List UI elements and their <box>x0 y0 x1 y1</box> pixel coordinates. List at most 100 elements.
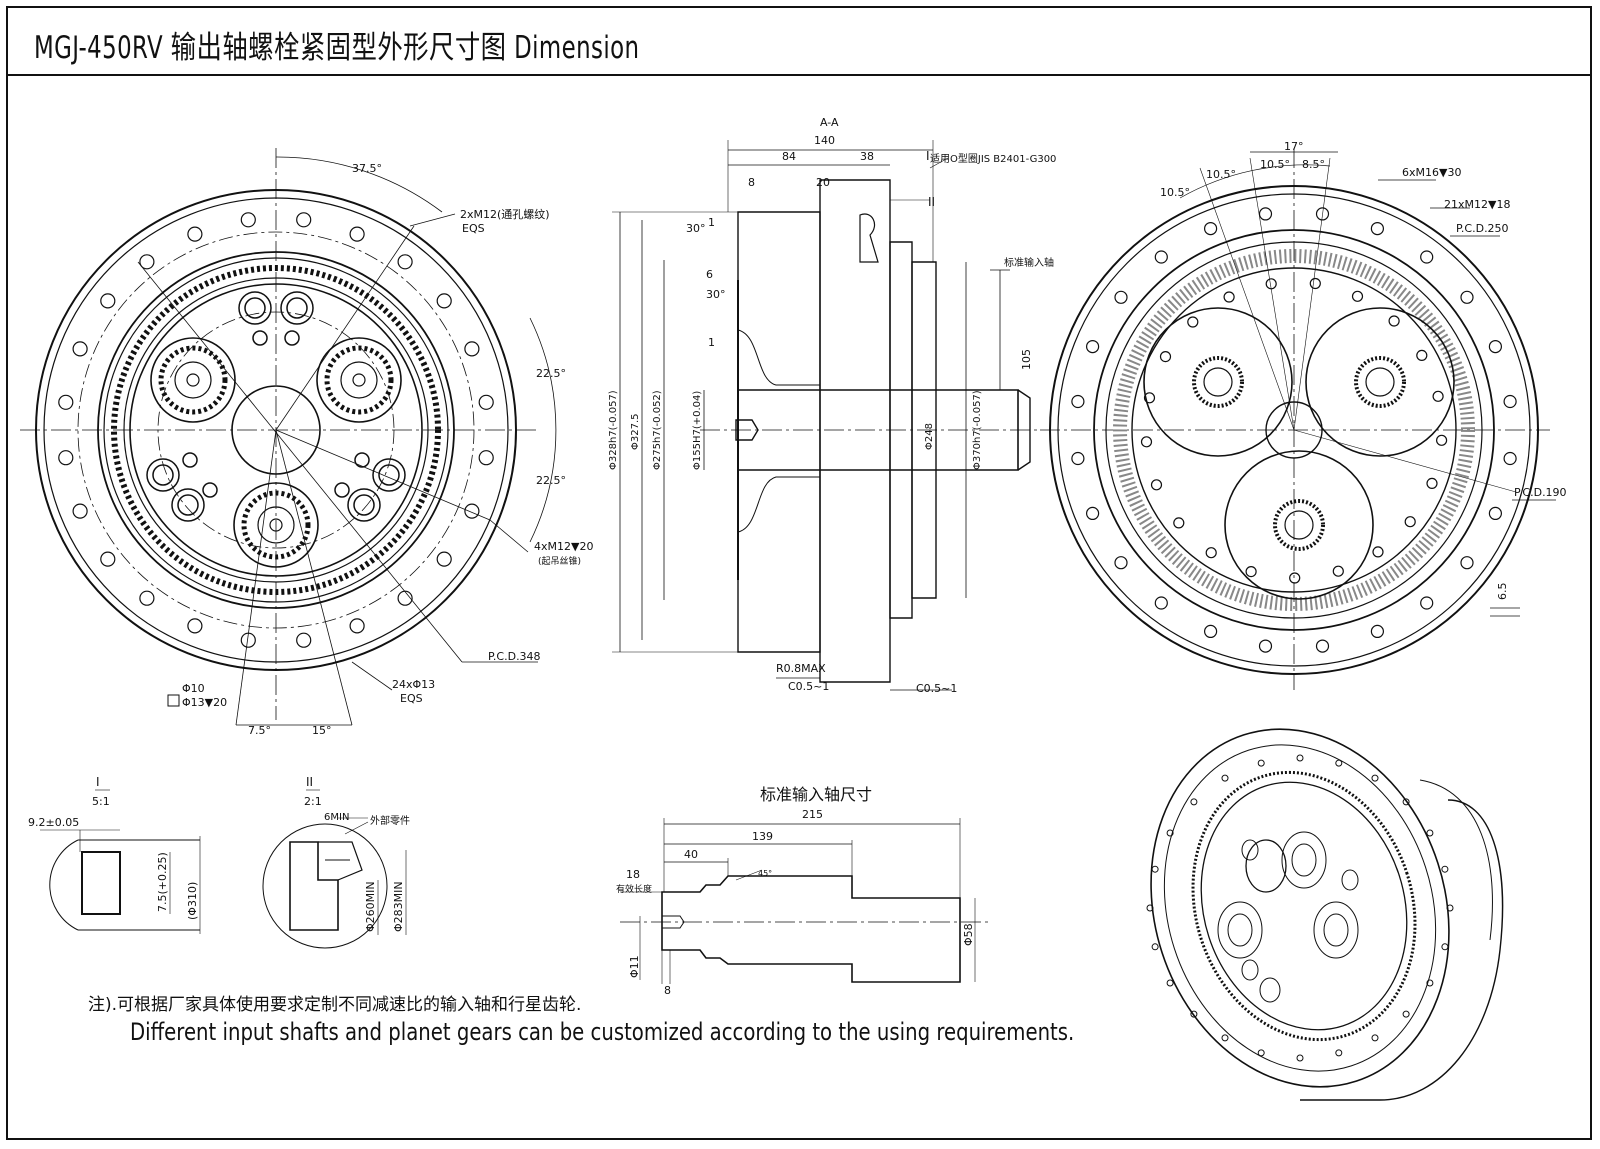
tap-holes-top: 2xM12(通孔螺纹) <box>460 207 550 221</box>
oring-note: 适用O型圈JIS B2401-G300 <box>930 152 1056 165</box>
planet-gear-bottom <box>1224 450 1374 600</box>
dia-260: Φ260MIN <box>364 881 377 932</box>
std-shaft-label: 标准输入轴 <box>1004 256 1054 269</box>
iso-hole <box>1151 943 1159 951</box>
dim-18: 18 <box>626 868 640 881</box>
bolt-hole <box>58 394 74 410</box>
rear-tap-hole <box>1289 572 1301 584</box>
iso-hole <box>1296 754 1304 762</box>
bolt-hole <box>58 450 74 466</box>
planet-bearing-bottom <box>233 482 319 568</box>
dia-275: Φ275h7(-0.052) <box>652 390 663 470</box>
rear-outer-hole <box>1114 556 1128 570</box>
rear-outer-hole <box>1154 250 1168 264</box>
iso-hole <box>1146 904 1154 912</box>
rear-outer-hole <box>1488 340 1503 354</box>
bolt-hole <box>240 212 256 228</box>
bolt-hole <box>139 590 155 606</box>
radius-note: R0.8MAX <box>776 662 826 675</box>
angle-30-b: 30° <box>706 288 726 301</box>
section-label: A-A <box>820 116 839 129</box>
planet-bearing-right <box>316 337 402 423</box>
bolt-hole <box>187 618 203 634</box>
rear-outer-hole <box>1370 624 1385 639</box>
bolt-hole <box>436 293 452 309</box>
rear-tap-hole <box>1388 315 1400 327</box>
dim-9-2: 9.2±0.05 <box>28 816 79 829</box>
detail-I-labels: I 5:1 9.2±0.05 7.5(+0.25) (Φ310) <box>28 775 199 920</box>
dim-140: 140 <box>814 134 835 147</box>
bolt-hole <box>464 503 480 519</box>
planet-gear-right <box>1305 307 1455 457</box>
dim-38: 38 <box>860 150 874 163</box>
angle-10-5-a: 10.5° <box>1160 186 1190 199</box>
dim-7-5: 7.5(+0.25) <box>156 852 169 912</box>
rear-bolt-holes <box>1071 207 1517 653</box>
rear-outer-hole <box>1420 250 1434 264</box>
bolt-hole <box>296 212 312 228</box>
bolt-hole <box>100 293 116 309</box>
bolt-hole <box>478 450 494 466</box>
bolt-hole <box>100 551 116 567</box>
rear-outer-hole <box>1258 207 1273 221</box>
input-shaft-view <box>620 818 990 984</box>
through-holes: 24xΦ13 <box>392 678 435 691</box>
angle-15: 15° <box>312 724 332 737</box>
planet-bearing-left <box>150 337 236 423</box>
rear-outer-hole <box>1370 222 1385 236</box>
rear-tap-hole <box>1426 477 1438 489</box>
angle-30-a: 30° <box>686 222 706 235</box>
iso-hole <box>1441 943 1449 951</box>
iso-hole <box>1296 1054 1304 1062</box>
angle-17: 17° <box>1284 140 1304 153</box>
rear-tap-hole <box>1416 349 1428 361</box>
iso-hole <box>1166 829 1174 837</box>
chamfer-right: C0.5~1 <box>916 682 957 695</box>
rear-tap-hole <box>1143 392 1156 404</box>
rear-outer-hole <box>1488 506 1503 521</box>
rear-outer-hole <box>1154 596 1168 610</box>
dia-327-5: Φ327.5 <box>630 414 641 451</box>
planet-gear-left <box>1143 307 1293 457</box>
bolt-hole <box>464 341 480 357</box>
eqs-bottom: EQS <box>400 692 423 705</box>
dia-155: Φ155H7(+0.04) <box>692 391 703 470</box>
dia-58: Φ58 <box>962 923 975 946</box>
dim-20: 20 <box>816 176 830 189</box>
iso-hole <box>1402 798 1410 806</box>
pin-hole: Φ10 <box>182 682 205 695</box>
rear-outer-hole <box>1203 624 1218 639</box>
lift-holes: 4xM12▼20 <box>534 540 593 553</box>
iso-hole <box>1441 865 1449 873</box>
pcd-348: P.C.D.348 <box>488 650 541 663</box>
pcd-250: P.C.D.250 <box>1456 222 1509 235</box>
iso-hole <box>1335 759 1343 767</box>
pcd-190: P.C.D.190 <box>1514 486 1567 499</box>
title-bar: MGJ-450RV 输出轴螺栓紧固型外形尺寸图 Dimension <box>8 8 1590 76</box>
rear-tap-hole <box>1187 316 1199 328</box>
dim-1-b: 1 <box>708 336 715 349</box>
chamfer-left: C0.5~1 <box>788 680 829 693</box>
detail-I-title: I <box>96 775 100 789</box>
detail-II-labels: II 2:1 6MIN 外部零件 Φ260MIN Φ283MIN <box>304 775 410 932</box>
iso-hole <box>1190 1010 1198 1018</box>
dim-1-a: 1 <box>708 216 715 229</box>
dim-139: 139 <box>752 830 773 843</box>
iso-hole <box>1335 1049 1343 1057</box>
bolt-hole-ring <box>58 212 494 648</box>
angle-8-5: 8.5° <box>1302 158 1325 171</box>
dim-40: 40 <box>684 848 698 861</box>
detail-I-ref: I <box>926 149 930 163</box>
iso-hole <box>1402 1010 1410 1018</box>
rear-tap-hole <box>1173 517 1185 529</box>
bolt-hole <box>187 226 203 242</box>
rear-tap-hole <box>1309 277 1321 290</box>
dia-328: Φ328h7(-0.057) <box>608 390 619 470</box>
rear-outer-hole <box>1503 394 1517 409</box>
eqs-top: EQS <box>462 222 485 235</box>
section-view <box>612 140 1040 691</box>
iso-hole <box>1221 1034 1229 1042</box>
rear-tap-hole <box>1159 351 1172 363</box>
rear-outer-hole <box>1071 451 1085 466</box>
rear-tap-hole <box>1205 547 1217 559</box>
